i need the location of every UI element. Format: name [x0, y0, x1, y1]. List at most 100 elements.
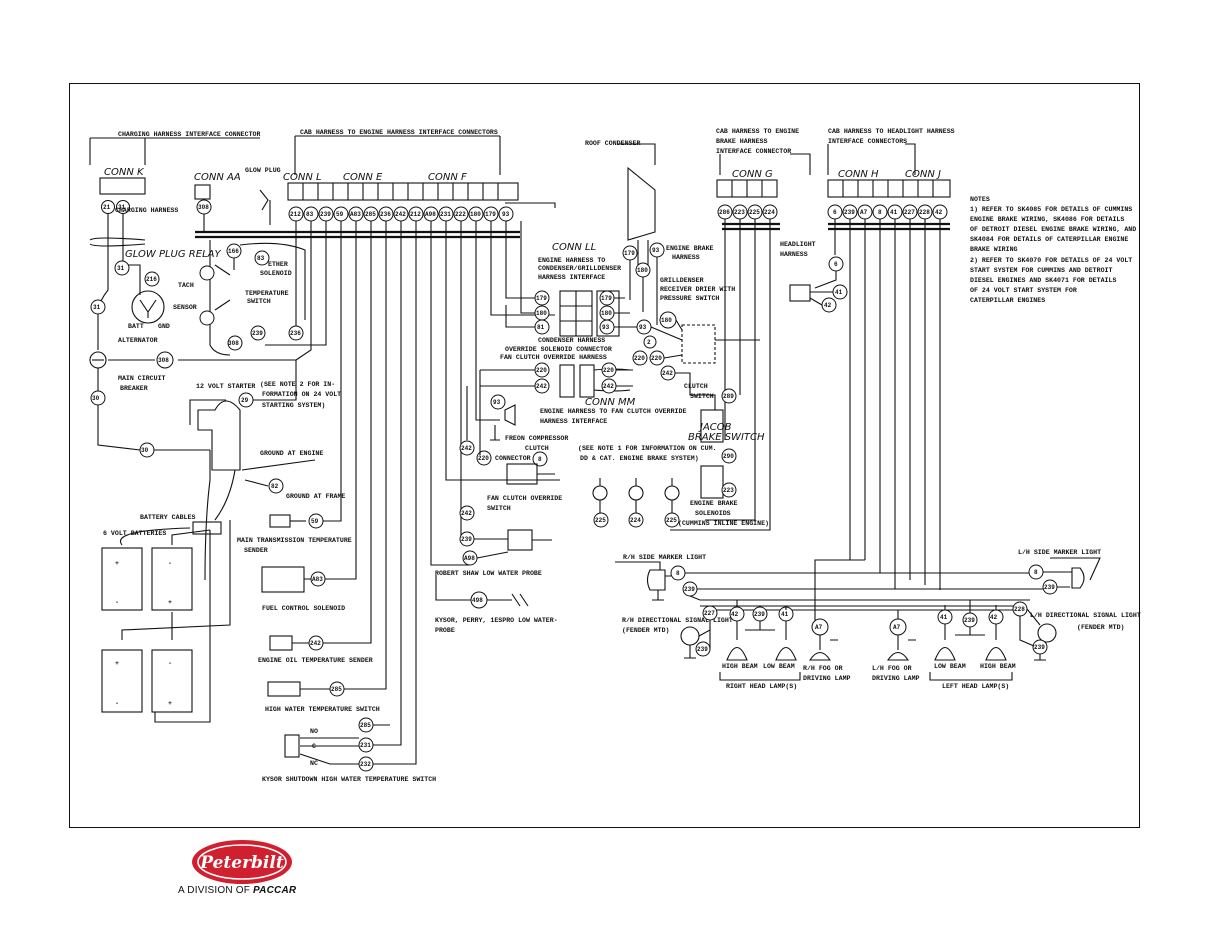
- relay-contact-2: [199, 310, 215, 326]
- lh-marker-light: [1071, 567, 1085, 589]
- batteries-bottom: +- -+: [101, 649, 193, 713]
- svg-text:A83: A83: [350, 211, 361, 218]
- lh-dir-light: [1037, 623, 1057, 643]
- svg-text:+: +: [115, 560, 119, 567]
- svg-text:6: 6: [833, 209, 837, 216]
- svg-text:SK4084 FOR DETAILS OF CATERPIL: SK4084 FOR DETAILS OF CATERPILLAR ENGINE: [970, 236, 1128, 243]
- svg-text:242: 242: [461, 445, 472, 452]
- svg-text:MAIN TRANSMISSION TEMPERATURE: MAIN TRANSMISSION TEMPERATURE: [237, 537, 352, 544]
- jacobs-label-2: BRAKE SWITCH: [688, 432, 765, 443]
- svg-text:220: 220: [651, 355, 662, 362]
- svg-text:220: 220: [536, 367, 547, 374]
- svg-text:180: 180: [601, 310, 612, 317]
- svg-text:220: 220: [478, 455, 489, 462]
- circuit-239: [250, 325, 266, 341]
- svg-text:93: 93: [652, 247, 660, 254]
- starter: 12 VOLT STARTER (SEE NOTE 2 FOR IN- FORM…: [196, 381, 341, 471]
- glow-plug-label: GLOW PLUG: [245, 167, 281, 174]
- pins-g: 286 223 225 224: [717, 204, 778, 220]
- lh-dir-label-2: (FENDER MTD): [1077, 624, 1124, 631]
- header-charging: CHARGING HARNESS INTERFACE CONNECTOR: [118, 131, 260, 138]
- svg-text:8: 8: [1034, 569, 1038, 576]
- brake-harness-label-1: ENGINE BRAKE: [666, 245, 714, 252]
- rh-low-beam: [775, 646, 797, 661]
- svg-text:239: 239: [754, 611, 765, 618]
- svg-text:239: 239: [1044, 584, 1055, 591]
- temp-switch-label-1: TEMPERATURE: [245, 290, 289, 297]
- rh-fog-label-2: DRIVING LAMP: [803, 675, 851, 682]
- svg-text:-: -: [168, 560, 172, 567]
- circuit-289: [721, 388, 737, 404]
- svg-text:GND: GND: [158, 323, 170, 330]
- svg-text:239: 239: [252, 330, 263, 337]
- svg-text:FREON COMPRESSOR: FREON COMPRESSOR: [505, 435, 568, 442]
- rh-marker-label: R/H SIDE MARKER LIGHT: [623, 554, 706, 561]
- alternator: BATT GND ALTERNATOR: [118, 290, 170, 344]
- svg-text:212: 212: [410, 211, 421, 218]
- svg-text:8: 8: [538, 456, 542, 463]
- brake-solenoids: [592, 478, 680, 515]
- fan-override-switch: FAN CLUTCH OVERRIDE SWITCH: [487, 463, 562, 512]
- mm-label-2: HARNESS INTERFACE: [540, 418, 607, 425]
- svg-text:1) REFER TO SK4085 FOR DETAILS: 1) REFER TO SK4085 FOR DETAILS OF CUMMIN…: [970, 206, 1132, 213]
- svg-text:CONN J: CONN J: [905, 169, 941, 180]
- ll-label-3: HARNESS INTERFACE: [538, 274, 605, 281]
- roof-condenser: [627, 166, 656, 241]
- battery-cables-label: BATTERY CABLES: [140, 514, 195, 521]
- gnd-engine-label: GROUND AT ENGINE: [260, 450, 323, 457]
- svg-text:CONN F: CONN F: [428, 172, 467, 183]
- svg-text:239: 239: [1034, 644, 1045, 651]
- svg-text:FAN CLUTCH OVERRIDE: FAN CLUTCH OVERRIDE: [487, 495, 562, 502]
- division-text: A DIVISION OF PACCAR: [178, 885, 296, 896]
- cond-label-3: FAN CLUTCH OVERRIDE HARNESS: [500, 354, 607, 361]
- svg-text:289: 289: [723, 393, 734, 400]
- svg-text:CLUTCH: CLUTCH: [525, 445, 549, 452]
- svg-text:HIGH WATER TEMPERATURE SWITCH: HIGH WATER TEMPERATURE SWITCH: [265, 706, 380, 713]
- rh-high-beam: [726, 646, 748, 661]
- svg-text:228: 228: [919, 209, 930, 216]
- svg-text:224: 224: [764, 209, 775, 216]
- svg-text:42: 42: [935, 209, 943, 216]
- note1-1: (SEE NOTE 1 FOR INFORMATION ON CUM.: [578, 445, 717, 452]
- logo-text: Peterbilt: [199, 853, 284, 873]
- svg-text:93: 93: [493, 399, 501, 406]
- lh-fog-label-2: DRIVING LAMP: [872, 675, 920, 682]
- tach-label: TACH: [178, 282, 194, 289]
- headlight-label-2: HARNESS: [780, 251, 808, 258]
- circuit-8: [532, 451, 548, 467]
- rh-head-light: [789, 284, 811, 302]
- connector-label: CONNECTOR: [495, 455, 531, 462]
- clutch-switch-label-1: CLUTCH: [684, 383, 708, 390]
- circuit-216: [144, 271, 160, 287]
- lh-high-beam: [985, 646, 1007, 661]
- svg-text:NOTES: NOTES: [970, 196, 990, 203]
- header-cab-engine: CAB HARNESS TO ENGINE HARNESS INTERFACE …: [300, 129, 498, 136]
- svg-text:59: 59: [311, 518, 319, 525]
- right-lamps-label: RIGHT HEAD LAMP(S): [726, 683, 797, 690]
- circuit-224: [628, 512, 644, 528]
- svg-text:179: 179: [536, 295, 547, 302]
- circuit-225b: [664, 512, 680, 528]
- circuit-220b: [632, 350, 648, 366]
- division-prefix: A DIVISION OF: [178, 885, 251, 896]
- rh-high-beam-label: HIGH BEAM: [722, 663, 758, 670]
- svg-text:CONN K: CONN K: [104, 167, 145, 178]
- rh-fog-label-1: R/H FOG OR: [803, 665, 843, 672]
- svg-text:CONN L: CONN L: [283, 172, 322, 183]
- svg-text:216: 216: [146, 276, 157, 283]
- rh-dir-label-2: (FENDER MTD): [622, 627, 669, 634]
- lh-dir-label-1: L/H DIRECTIONAL SIGNAL LIGHT: [1030, 612, 1141, 619]
- svg-text:A7: A7: [815, 624, 823, 631]
- svg-text:DIESEL ENGINES AND SK4071 FOR: DIESEL ENGINES AND SK4071 FOR DETAILS: [970, 277, 1116, 284]
- pins-aa: 308: [196, 199, 212, 215]
- lh-marker-label: L/H SIDE MARKER LIGHT: [1018, 549, 1101, 556]
- solenoid-label: SOLENOID: [260, 270, 292, 277]
- svg-text:CONN G: CONN G: [732, 169, 773, 180]
- cond-label-1: CONDENSER HARNESS: [538, 337, 605, 344]
- lh-low-beam-label: LOW BEAM: [934, 663, 966, 670]
- svg-text:31: 31: [93, 304, 101, 311]
- brake-harness-label-2: HARNESS: [672, 254, 700, 261]
- svg-text:93: 93: [602, 324, 610, 331]
- svg-text:A7: A7: [893, 624, 901, 631]
- lh-fog-label-1: L/H FOG OR: [872, 665, 912, 672]
